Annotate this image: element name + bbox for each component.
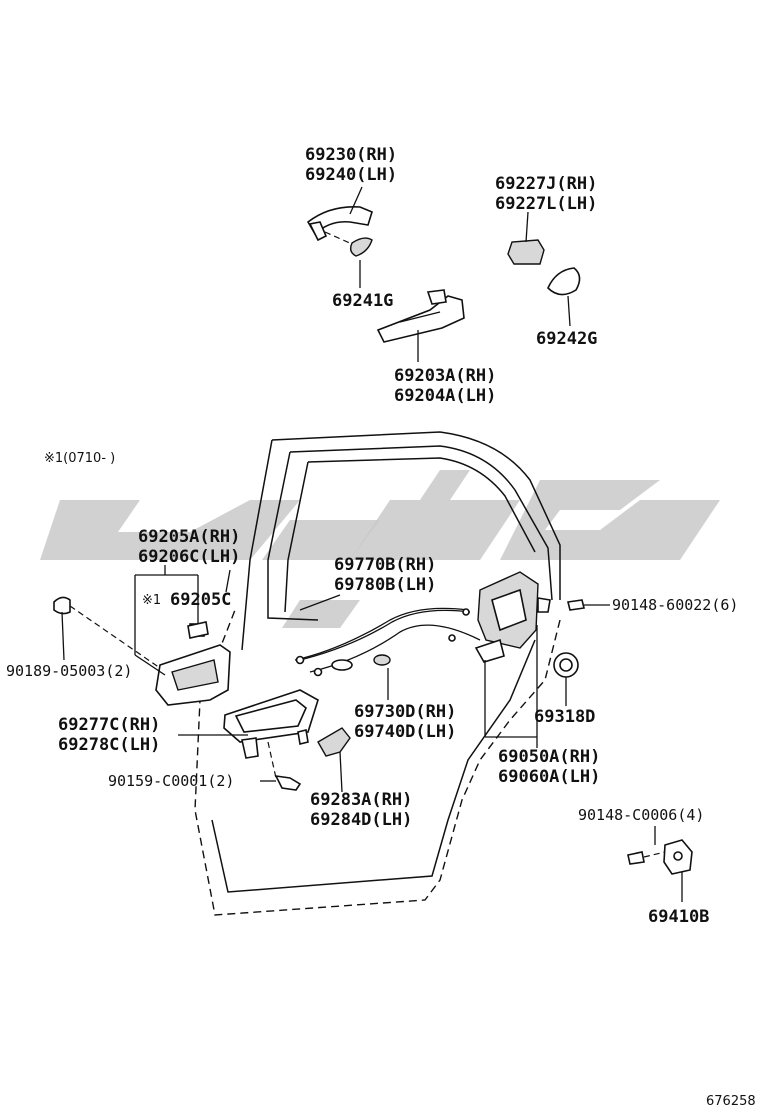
label-69780b: 69780B(LH) <box>334 575 436 595</box>
label-69227j: 69227J(RH) <box>495 174 597 194</box>
label-69230: 69230(RH) <box>305 145 397 165</box>
label-69206c: 69206C(LH) <box>138 547 240 567</box>
label-69240: 69240(LH) <box>305 165 397 185</box>
lock-screw <box>553 599 610 706</box>
label-69205a: 69205A(RH) <box>138 527 240 547</box>
label-69277c: 69277C(RH) <box>58 715 160 735</box>
door-outline <box>194 431 561 916</box>
handle-bezel <box>178 689 319 791</box>
label-69227l: 69227L(LH) <box>495 194 597 214</box>
label-90148-c0006: 90148-C0006(4) <box>578 806 704 824</box>
handle-cap <box>507 211 581 327</box>
watermark-logo <box>40 470 720 628</box>
label-69278c: 69278C(LH) <box>58 735 160 755</box>
handle-frame <box>376 289 465 362</box>
label-69740d: 69740D(LH) <box>354 722 456 742</box>
striker <box>627 826 693 902</box>
note-1: ※1(0710- ) <box>44 451 115 466</box>
reference-number: 676258 <box>706 1094 756 1109</box>
mark-1: ※1 <box>142 593 161 608</box>
door-lock <box>474 571 551 748</box>
label-69730d: 69730D(RH) <box>354 702 456 722</box>
outside-handle <box>306 186 373 288</box>
label-69205c: 69205C <box>170 590 231 610</box>
label-69318d: 69318D <box>534 707 595 727</box>
small-cover <box>317 727 351 793</box>
label-69060a: 69060A(LH) <box>498 767 600 787</box>
label-69203a: 69203A(RH) <box>394 366 496 386</box>
bolt <box>187 621 209 639</box>
label-90189-05003: 90189-05003(2) <box>6 662 132 680</box>
cables <box>294 594 481 700</box>
label-90148-60022: 90148-60022(6) <box>612 596 738 614</box>
label-90159-c0001: 90159-C0001(2) <box>108 772 234 790</box>
label-69283a: 69283A(RH) <box>310 790 412 810</box>
label-69050a: 69050A(RH) <box>498 747 600 767</box>
label-69241g: 69241G <box>332 291 393 311</box>
label-69204a: 69204A(LH) <box>394 386 496 406</box>
label-69410b: 69410B <box>648 907 709 927</box>
label-69242g: 69242G <box>536 329 597 349</box>
label-69770b: 69770B(RH) <box>334 555 436 575</box>
label-69284d: 69284D(LH) <box>310 810 412 830</box>
